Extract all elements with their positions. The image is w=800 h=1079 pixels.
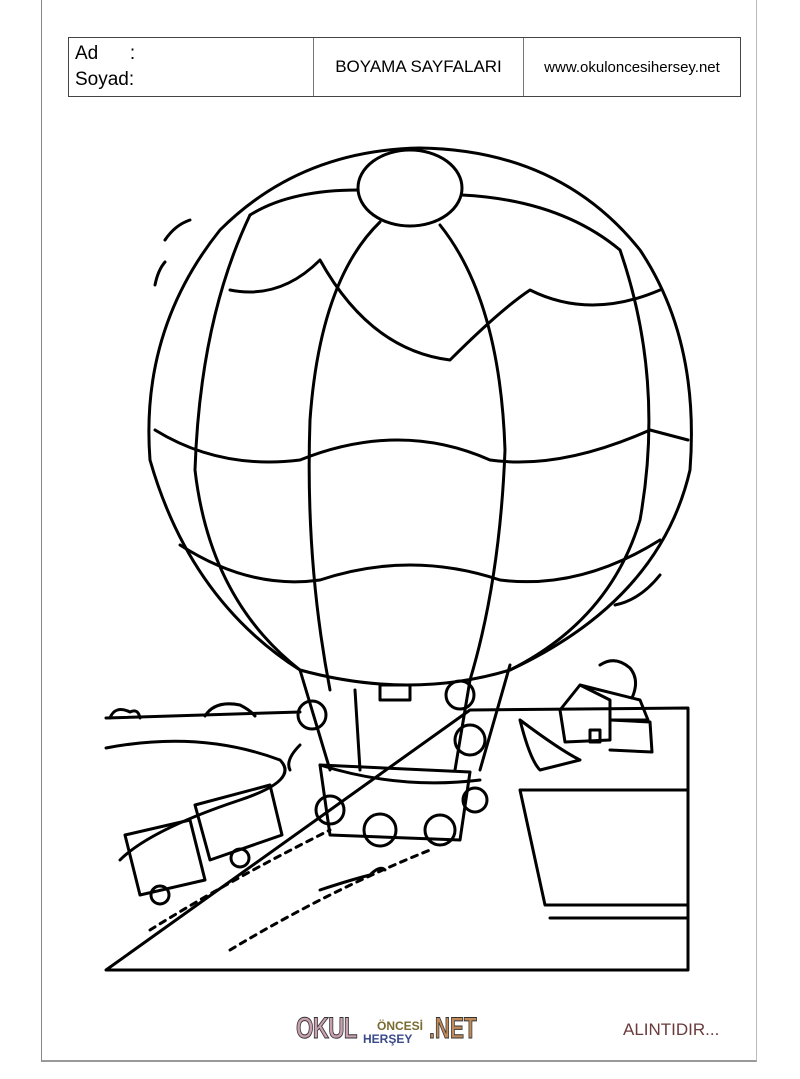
name-label: Ad : [75,43,136,64]
house [558,659,654,754]
balloon-envelope [147,146,693,692]
logo-net: .NET [429,1012,478,1046]
name-cell: Ad : Soyad: [69,38,314,96]
logo-oncesi: ÖNCESİ [377,1019,424,1033]
header-table: Ad : Soyad: BOYAMA SAYFALARI www.okulonc… [68,37,741,97]
logo-middle: ÖNCESİ HERŞEY [363,1020,423,1046]
site-logo: OKUL ÖNCESİ HERŞEY .NET [296,1012,497,1046]
road-and-vehicle [123,783,432,952]
logo-hersey: HERŞEY [363,1032,413,1046]
page-border [41,0,757,1062]
page-title: BOYAMA SAYFALARI [335,57,502,76]
website-link: www.okuloncesihersey.net [544,58,720,76]
source-note: ALINTIDIR... [623,1020,720,1039]
website-cell: www.okuloncesihersey.net [524,38,740,96]
basket-and-passengers [287,663,512,848]
logo-okul: OKUL [296,1012,358,1046]
surname-label: Soyad: [75,69,135,90]
title-cell: BOYAMA SAYFALARI [314,38,524,96]
